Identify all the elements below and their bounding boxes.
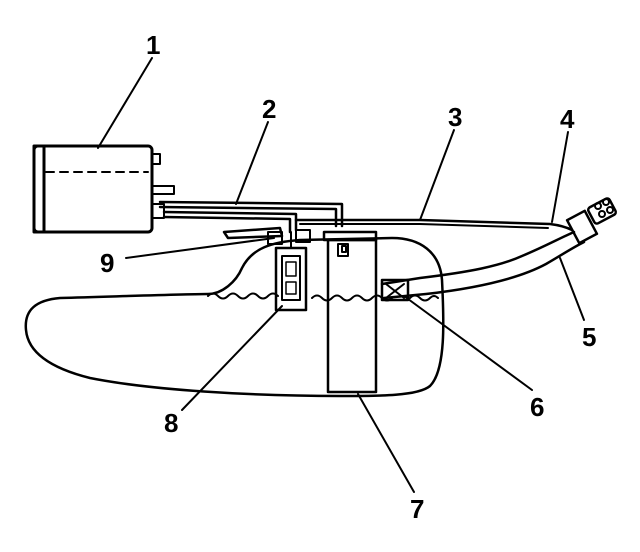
- leader-1: [97, 57, 153, 149]
- leader-4: [551, 131, 569, 223]
- callout-2: 2: [262, 94, 276, 124]
- vent-line-inner: [299, 223, 549, 229]
- leader-7: [357, 393, 415, 493]
- callout-7: 7: [410, 494, 424, 524]
- fill-pipe: [380, 230, 576, 286]
- vent-valve-bracket: [222, 226, 311, 245]
- callout-4: 4: [560, 104, 575, 134]
- leader-2: [235, 121, 269, 205]
- rollover-valve: [274, 231, 308, 312]
- vent-line: [294, 218, 574, 232]
- leader-8: [181, 305, 283, 411]
- callout-6: 6: [530, 392, 544, 422]
- callout-9: 9: [100, 248, 114, 278]
- leader-5: [559, 257, 585, 321]
- callout-3: 3: [448, 102, 462, 132]
- callout-5: 5: [582, 322, 596, 352]
- callout-1: 1: [146, 30, 160, 60]
- evap-canister: [32, 144, 175, 234]
- vapor-lines: [158, 200, 344, 234]
- fill-pipe-check-valve: [380, 278, 410, 302]
- leader-6: [403, 295, 533, 391]
- callout-8: 8: [164, 408, 178, 438]
- leader-9: [125, 237, 275, 259]
- fuel-sender-module: [322, 230, 378, 394]
- leader-3: [419, 129, 455, 221]
- fuel-tank-outline: [24, 236, 445, 398]
- filler-neck-cap: [565, 197, 618, 245]
- fill-pipe-lower: [382, 240, 586, 300]
- leader-lines: [97, 57, 585, 493]
